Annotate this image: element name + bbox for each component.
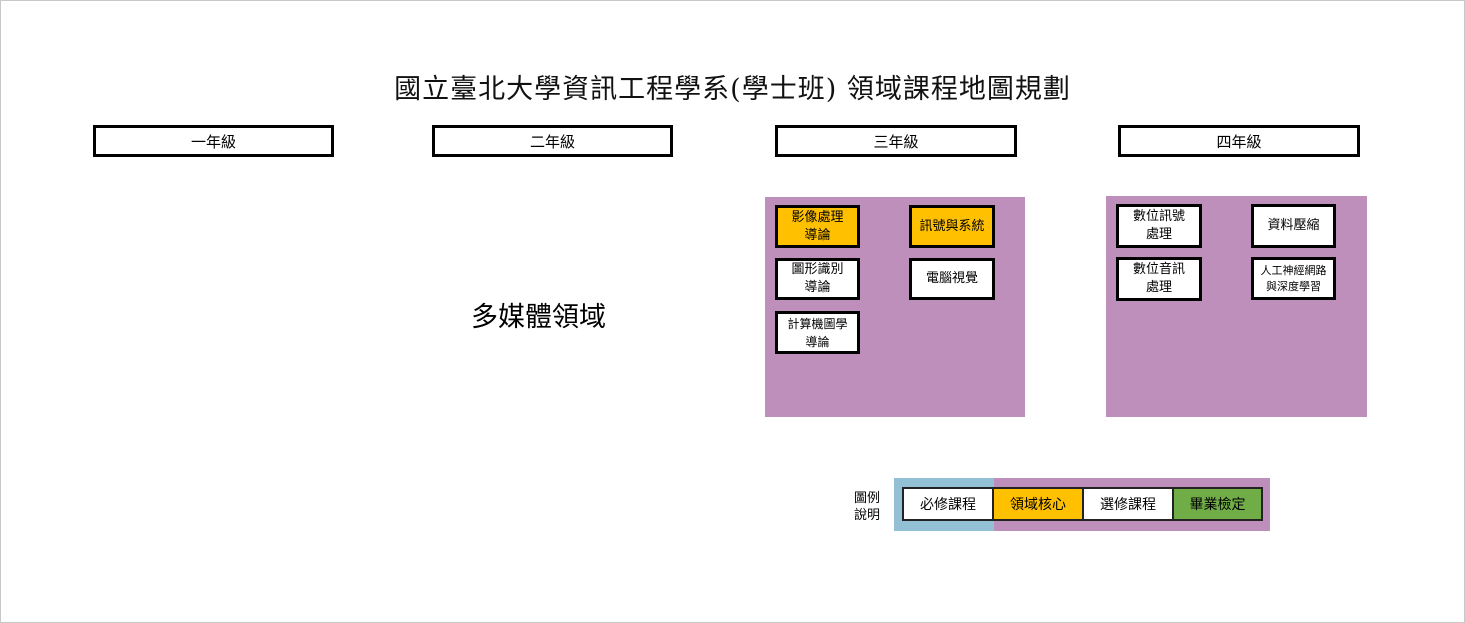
legend-elective: 選修課程 (1082, 487, 1174, 521)
course-box: 數位音訊 處理 (1116, 257, 1202, 301)
legend-title: 圖例 說明 (854, 491, 881, 523)
course-box: 人工神經網路 與深度學習 (1251, 257, 1336, 300)
year-2-header: 二年級 (432, 125, 673, 157)
year-4-header: 四年級 (1118, 125, 1360, 157)
year-1-header: 一年級 (93, 125, 334, 157)
course-box: 資料壓縮 (1251, 204, 1336, 248)
course-box: 訊號與系統 (909, 205, 995, 248)
year-3-header: 三年級 (775, 125, 1017, 157)
course-box: 電腦視覺 (909, 258, 995, 300)
course-box: 計算機圖學 導論 (775, 311, 860, 354)
legend-required: 必修課程 (902, 487, 994, 521)
domain-label: 多媒體領域 (471, 302, 606, 333)
legend-graduation: 畢業檢定 (1172, 487, 1263, 521)
page-title: 國立臺北大學資訊工程學系(學士班) 領域課程地圖規劃 (394, 74, 1071, 105)
course-box: 圖形識別 導論 (775, 258, 860, 300)
course-box: 影像處理 導論 (775, 205, 860, 248)
legend-core: 領域核心 (992, 487, 1084, 521)
course-box: 數位訊號 處理 (1116, 204, 1202, 248)
